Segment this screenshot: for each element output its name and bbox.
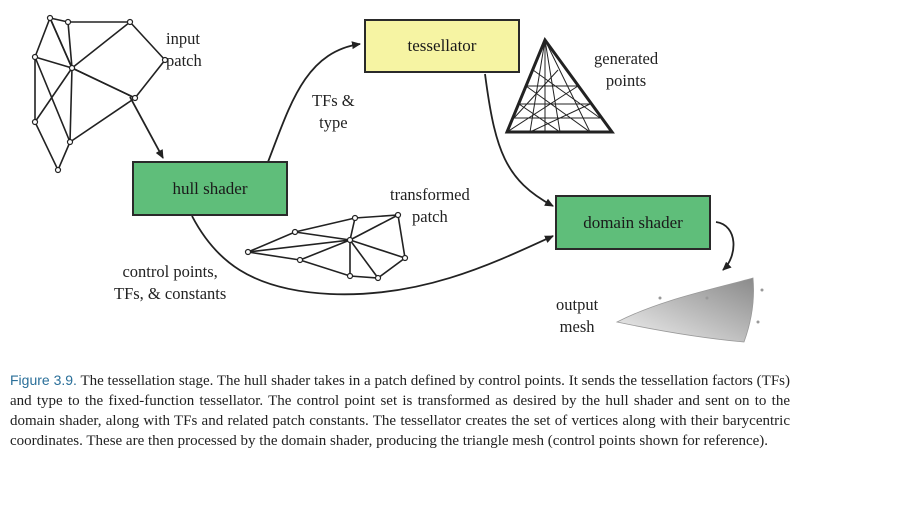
arrow-domain-to-output (715, 221, 735, 271)
tessellation-diagram (31, 14, 764, 343)
figure-caption: Figure 3.9. The tessellation stage. The … (10, 370, 790, 451)
hull-shader-label: hull shader (172, 178, 248, 198)
figure-number: Figure 3.9. (10, 372, 77, 388)
tfs-type-label: TFs & type (312, 91, 355, 132)
flow-arrows (129, 41, 735, 296)
input-patch-label: input patch (166, 29, 202, 70)
arrow-tessellator-to-domain (484, 73, 554, 207)
tessellator-label: tessellator (407, 36, 477, 55)
transformed-patch-label: transformed patch (390, 185, 470, 226)
tessellator-box: tessellator (364, 19, 520, 73)
output-mesh-surface (615, 277, 764, 343)
domain-shader-box: domain shader (555, 195, 711, 250)
generated-points-triangle (504, 36, 615, 134)
generated-points-label: generated points (594, 49, 659, 90)
caption-text: The tessellation stage. The hull shader … (10, 373, 791, 449)
arrow-hull-to-domain (191, 215, 554, 296)
output-mesh-label: output mesh (556, 295, 599, 336)
domain-shader-label: domain shader (583, 212, 683, 232)
input-patch-mesh (31, 14, 169, 174)
arrow-hull-to-tessellator (267, 41, 361, 163)
arrow-input-to-hull (129, 96, 164, 159)
hull-shader-box: hull shader (132, 161, 288, 216)
control-points-label: control points, TFs, & constants (114, 262, 227, 303)
transformed-patch-mesh (244, 211, 409, 282)
